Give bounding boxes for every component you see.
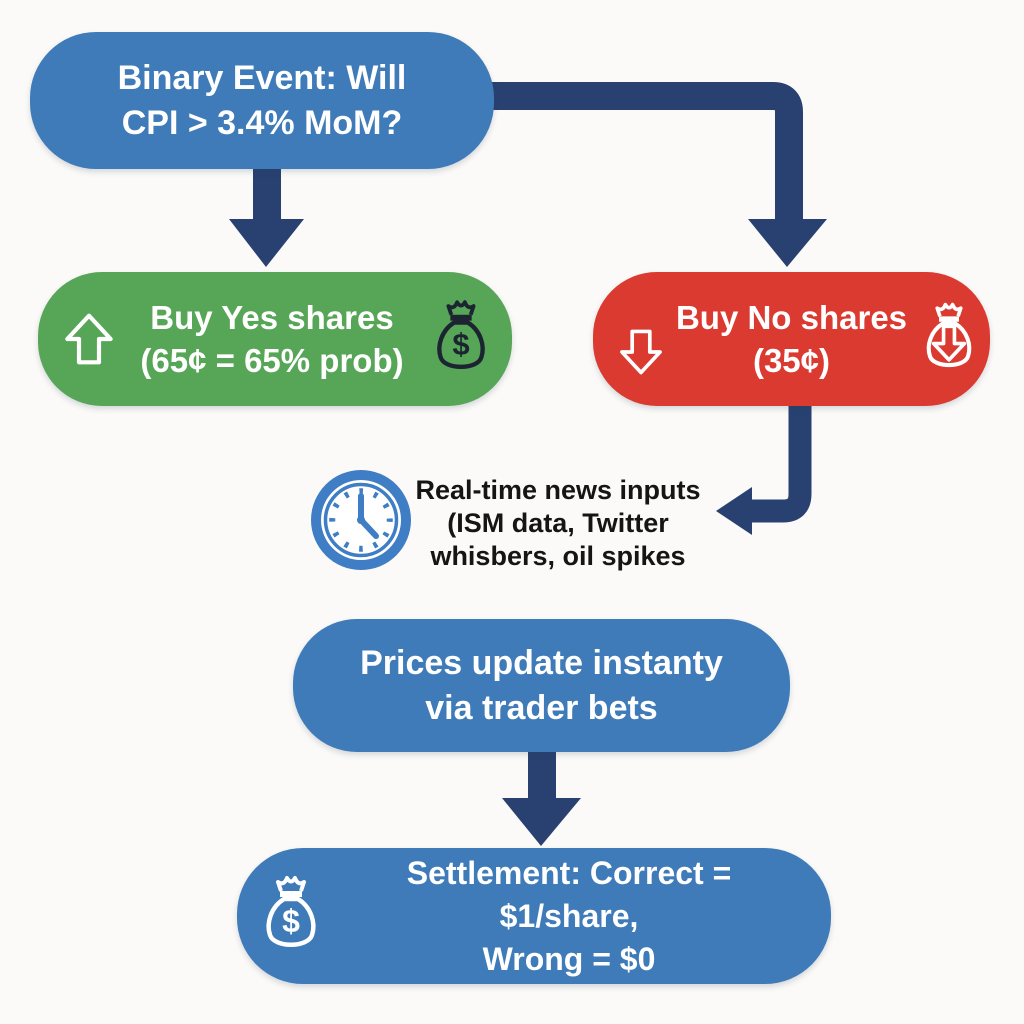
money-bag-dollar-icon: $ — [266, 876, 316, 947]
settlement-line2: Wrong = $0 — [482, 940, 656, 977]
node-buy-no: Buy No shares (35¢) — [593, 272, 990, 406]
arrow-buy-no-to-news — [716, 402, 812, 535]
node-settlement: $ Settlement: Correct = $1/share, Wrong … — [237, 848, 831, 984]
money-bag-dollar-icon: $ — [437, 300, 485, 370]
prices-line1: Prices update instanty — [360, 643, 723, 682]
money-bag-down-arrow-icon — [926, 302, 972, 368]
buy-yes-label: Buy Yes shares (65¢ = 65% prob) — [120, 296, 424, 382]
arrow-prices-to-settlement — [502, 748, 581, 846]
buy-no-label: Buy No shares (35¢) — [667, 296, 916, 382]
news-line1: Real-time news inputs — [415, 475, 701, 505]
buy-yes-line2: (65¢ = 65% prob) — [140, 342, 404, 379]
prices-line2: via trader bets — [425, 688, 658, 727]
clock-icon — [311, 470, 411, 570]
node-buy-yes: Buy Yes shares (65¢ = 65% prob) $ — [38, 272, 512, 406]
up-arrow-icon — [65, 313, 113, 365]
dollar-glyph: $ — [452, 327, 469, 362]
down-arrow-icon — [620, 329, 662, 375]
settlement-line1: Settlement: Correct = $1/share, — [406, 854, 732, 934]
buy-no-line1: Buy No shares — [675, 299, 908, 336]
dollar-glyph: $ — [282, 903, 300, 939]
binary-event-label: Binary Event: Will CPI > 3.4% MoM? — [30, 56, 494, 146]
binary-event-line2: CPI > 3.4% MoM? — [121, 103, 403, 142]
arrow-question-to-buy-yes — [229, 164, 304, 267]
binary-event-line1: Binary Event: Will — [117, 58, 407, 97]
buy-yes-line1: Buy Yes shares — [150, 299, 394, 336]
news-line2: (ISM data, Twitter — [447, 508, 669, 538]
node-binary-event: Binary Event: Will CPI > 3.4% MoM? — [30, 32, 494, 169]
settlement-label: Settlement: Correct = $1/share, Wrong = … — [333, 852, 805, 981]
prices-update-label: Prices update instanty via trader bets — [293, 641, 790, 731]
buy-no-line2: (35¢) — [752, 342, 831, 379]
news-line3: whisbers, oil spikes — [430, 541, 686, 571]
arrow-question-to-buy-no — [490, 82, 827, 267]
node-prices-update: Prices update instanty via trader bets — [293, 619, 790, 752]
news-inputs-label: Real-time news inputs (ISM data, Twitter… — [408, 474, 708, 573]
